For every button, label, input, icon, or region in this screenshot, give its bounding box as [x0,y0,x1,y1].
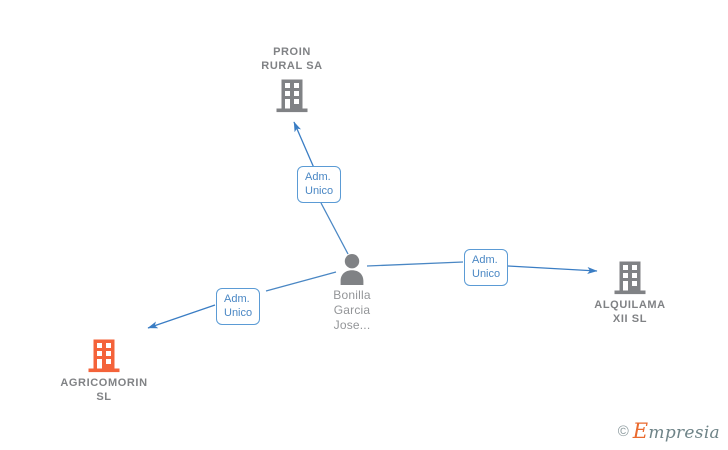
edge-person-agricomorin [147,271,337,329]
building-icon [217,78,367,113]
brand-rest: mpresia [648,423,720,443]
person-icon [277,253,427,285]
node-proin-rural-sa[interactable]: PROIN RURAL SA [217,45,367,113]
edge-label-line1: Adm. [472,254,498,266]
edge-person-alquilama [366,261,598,274]
brand-lead-letter: E [632,419,649,443]
edge-label-line1: Adm. [305,171,331,183]
edge-label-line2: Unico [224,307,253,319]
brand-wordmark: Empresia [633,421,720,442]
node-label-agricomorin-sl: AGRICOMORIN SL [60,377,148,403]
edge-label-line2: Unico [472,268,501,280]
edge-label-person-agricomorin[interactable]: Adm. Unico [216,288,261,325]
edge-person-proin [293,121,349,255]
copyright-icon: © [617,423,629,440]
node-label-proin-rural-sa: PROIN RURAL SA [261,46,323,72]
node-bonilla-garcia-jose[interactable]: Bonilla Garcia Jose... [277,253,427,333]
node-alquilama-xii-sl[interactable]: ALQUILAMA XII SL [555,260,705,326]
building-icon [29,338,179,373]
edge-label-person-proin[interactable]: Adm. Unico [297,166,342,203]
building-icon [555,260,705,295]
node-label-bonilla-garcia-jose: Bonilla Garcia Jose... [333,288,371,332]
node-label-alquilama-xii-sl: ALQUILAMA XII SL [594,299,666,325]
node-agricomorin-sl[interactable]: AGRICOMORIN SL [29,338,179,404]
edge-label-line1: Adm. [224,293,250,305]
edge-label-person-alquilama[interactable]: Adm. Unico [464,249,509,286]
watermark-empresia: © Empresia [618,421,720,442]
edge-label-line2: Unico [305,185,334,197]
